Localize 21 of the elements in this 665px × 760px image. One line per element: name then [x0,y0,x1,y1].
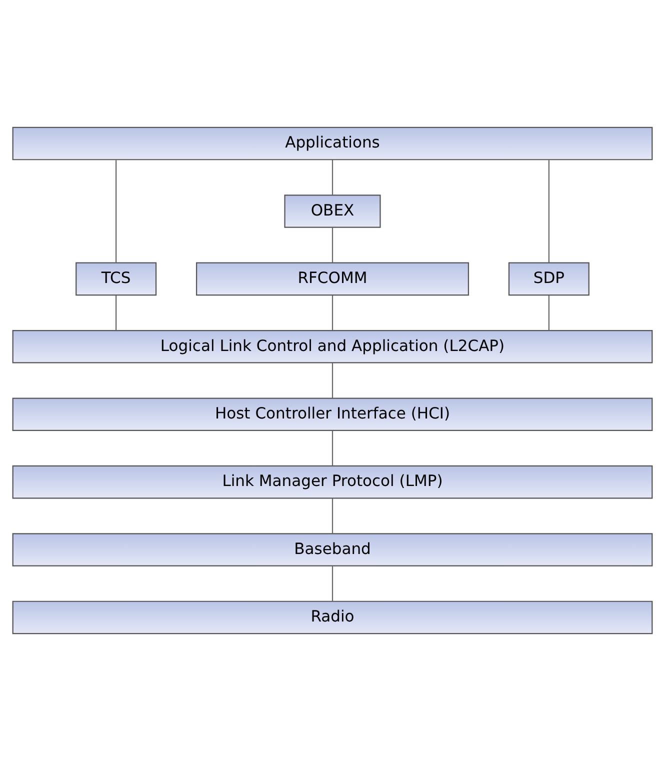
node-box: Radio [12,600,653,634]
node-box: SDP [508,262,590,296]
connector [332,430,334,466]
node-box: RFCOMM [196,262,470,296]
connector [332,294,334,330]
connector [548,160,550,262]
node-box: Baseband [12,532,653,566]
connector [116,160,117,262]
connector [332,566,334,601]
node-box: OBEX [284,194,381,228]
node-box: TCS [76,262,157,296]
node-box: Link Manager Protocol (LMP) [12,464,653,498]
connector [548,294,550,330]
connector [116,294,117,330]
node-box: Applications [12,126,653,160]
node-box: Logical Link Control and Application (L2CAP) [12,330,653,363]
connector [332,159,334,194]
connector [332,227,334,262]
connector [332,362,334,398]
node-box: Host Controller Interface (HCI) [12,397,653,430]
connector [332,498,334,534]
